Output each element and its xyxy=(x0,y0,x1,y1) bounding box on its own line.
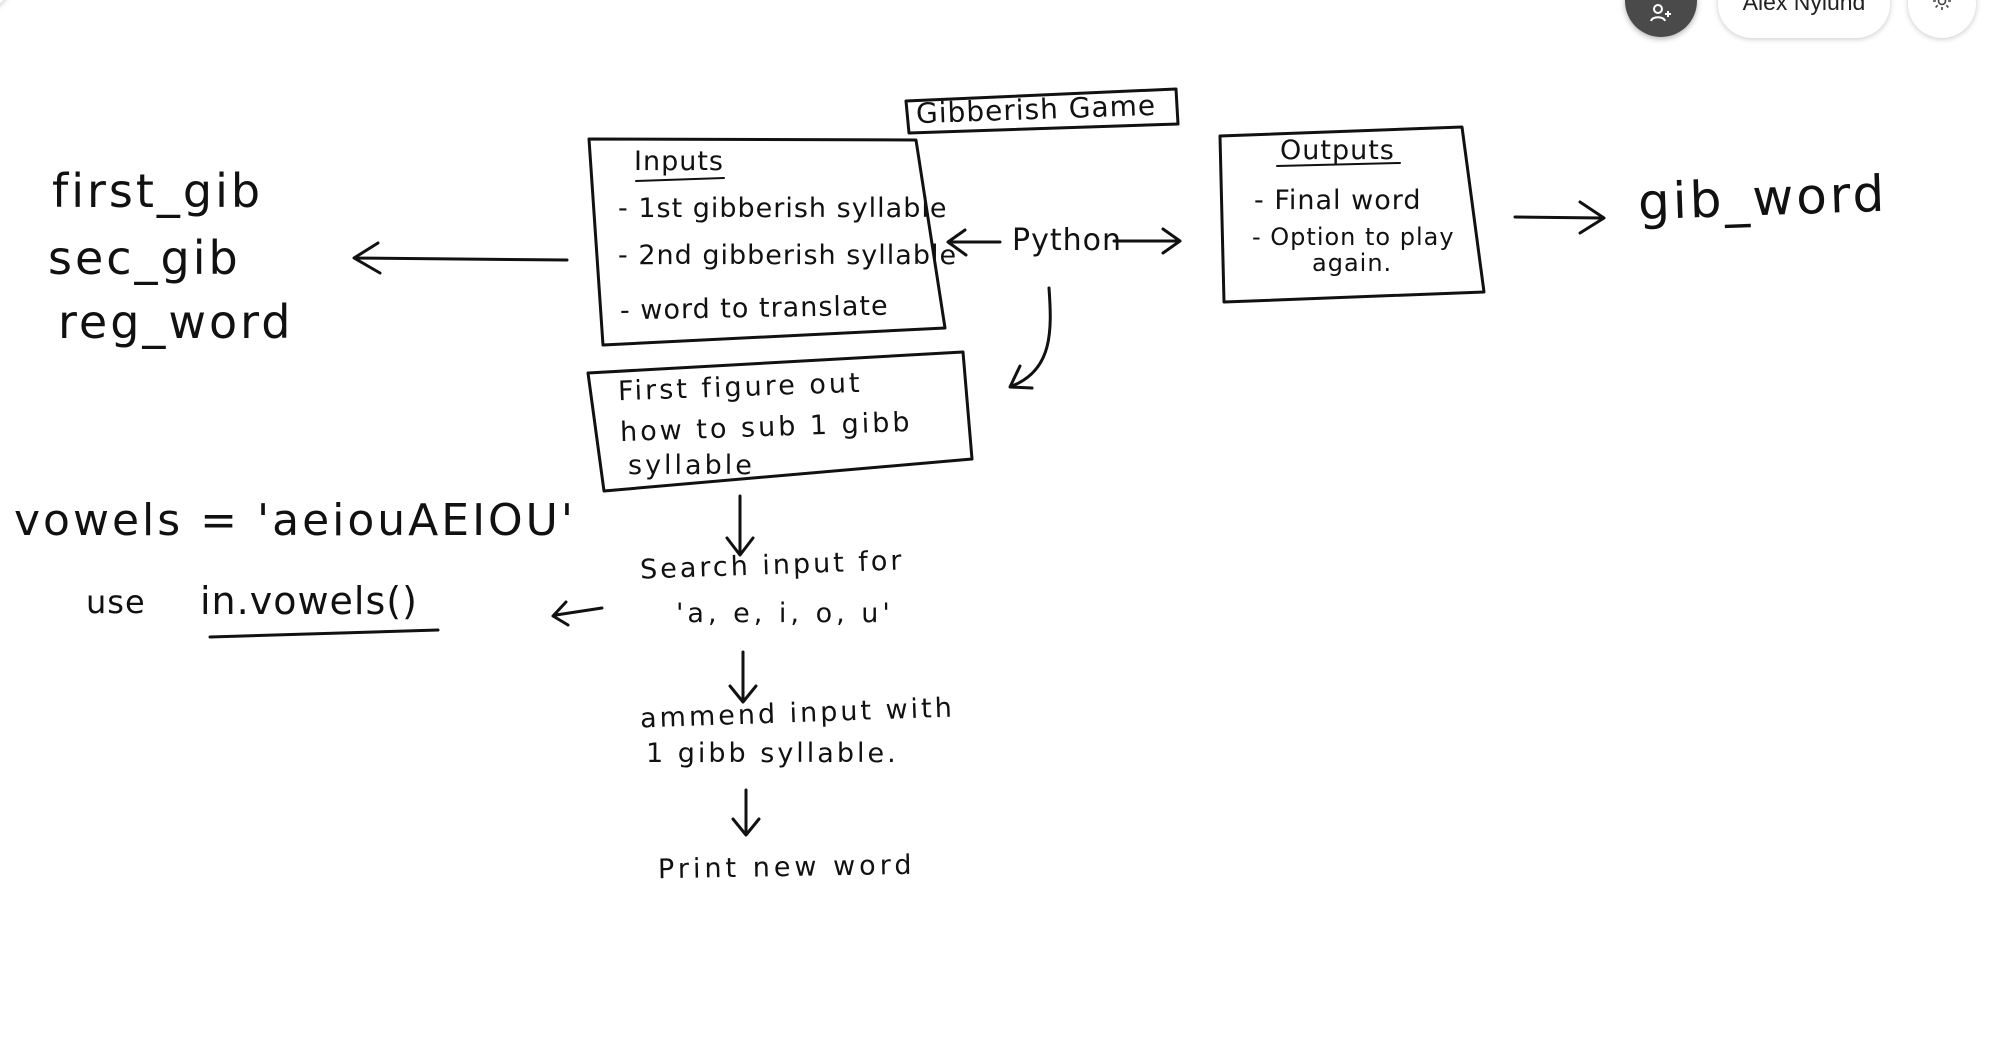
inputs-box xyxy=(587,137,947,347)
inputs-item-3: - word to translate xyxy=(619,290,889,327)
add-user-icon xyxy=(1649,3,1673,27)
arrow-to-gib-word xyxy=(1513,200,1606,235)
inputs-item-1: - 1st gibberish syllable xyxy=(618,193,948,224)
use-label: use xyxy=(86,583,146,621)
arrow-to-variables xyxy=(352,241,569,275)
user-name-pill[interactable]: Alex Nylund xyxy=(1718,0,1890,38)
use-code: in.vowels() xyxy=(200,579,418,623)
inputs-heading-underline xyxy=(635,177,725,182)
step-box-line-3: syllable xyxy=(628,450,755,481)
inputs-item-2: - 2nd gibberish syllable xyxy=(618,240,958,271)
arrow-python-to-inputs xyxy=(946,228,1002,257)
step-box xyxy=(586,350,974,493)
vowels-definition: vowels = 'aeiouAEIOU' xyxy=(14,495,576,546)
python-label: Python xyxy=(1012,223,1122,258)
outputs-item-2: - Option to play xyxy=(1252,223,1455,251)
arrow-to-amend xyxy=(728,650,758,704)
variable-sec-gib: sec_gib xyxy=(48,231,241,285)
outputs-item-1: - Final word xyxy=(1254,185,1422,216)
inputs-heading: Inputs xyxy=(634,146,724,177)
output-variable: gib_word xyxy=(1637,164,1889,232)
arrow-python-to-outputs xyxy=(1112,227,1182,255)
arrow-to-search xyxy=(725,494,755,557)
arrow-to-vowels xyxy=(551,600,604,627)
outputs-box xyxy=(1218,125,1486,304)
user-name: Alex Nylund xyxy=(1742,0,1866,15)
outputs-heading-underline xyxy=(1276,162,1401,167)
gear-icon xyxy=(1931,0,1953,16)
variable-first-gib: first_gib xyxy=(52,164,264,218)
print-step: Print new word xyxy=(657,849,916,886)
arrow-to-print xyxy=(731,788,761,837)
use-code-underline xyxy=(208,628,440,639)
variable-reg-word: reg_word xyxy=(58,295,294,349)
outputs-item-3: again. xyxy=(1312,249,1393,277)
outputs-heading: Outputs xyxy=(1280,135,1395,166)
search-step-line-2: 'a, e, i, o, u' xyxy=(676,598,894,629)
amend-step-line-2: 1 gibb syllable. xyxy=(646,738,899,769)
arrow-python-to-step xyxy=(1008,286,1052,390)
title-box xyxy=(904,87,1180,135)
